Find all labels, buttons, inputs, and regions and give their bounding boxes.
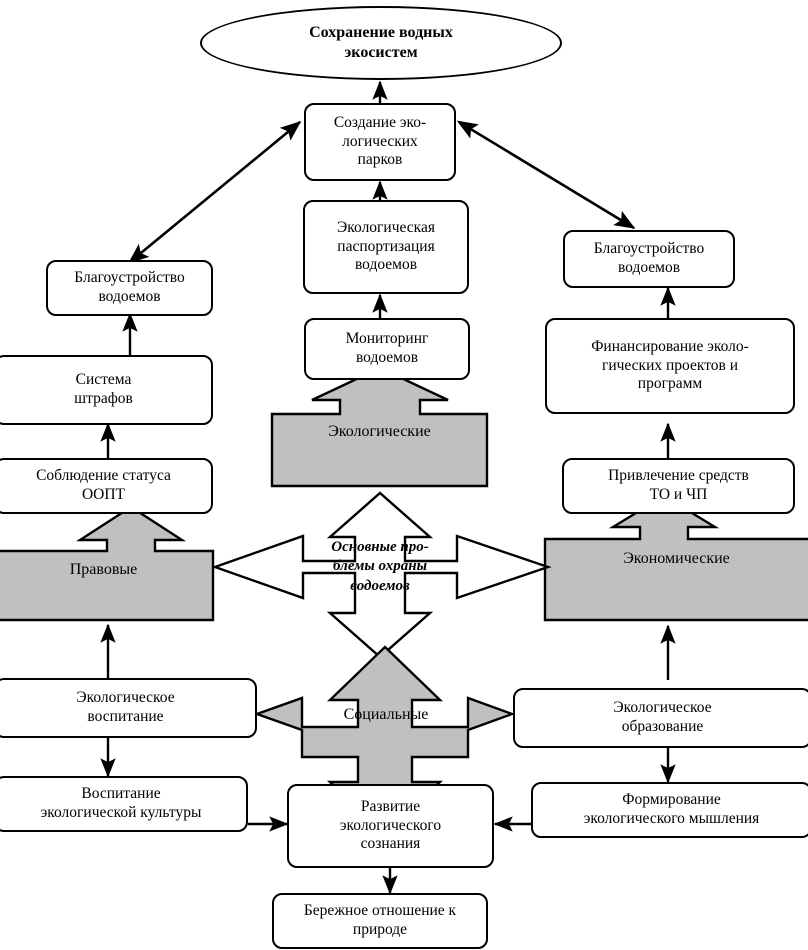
node-monitoring-label: Мониторинг водоемов [345,330,429,366]
node-eco-obrazovanie[interactable]: Экологическое образование [513,688,808,748]
node-fines[interactable]: Система штрафов [0,355,213,425]
category-pravovye-label: Правовые [69,561,138,578]
goal-ellipse: Сохранение водных экосистем [200,6,562,80]
node-blagoustroistvo-right[interactable]: Благоустройство водоемов [563,230,735,288]
node-attraction-label: Привлечение средств ТО и ЧП [608,467,749,503]
node-monitoring[interactable]: Мониторинг водоемов [304,318,470,380]
node-eco-vospitanie[interactable]: Экологическое воспитание [0,678,257,738]
node-eco-vospitanie-label: Экологическое воспитание [76,689,175,725]
node-oopt-label: Соблюдение статуса ООПТ [36,467,171,503]
center-problem-label: Основные про- блемы охраны водоемов [331,538,429,594]
node-eco-soznanie[interactable]: Развитие экологического сознания [287,784,494,868]
category-ekologicheskie-label: Экологические [328,423,431,440]
node-blagoustroistvo-right-label: Благоустройство водоемов [593,240,705,276]
node-berezhnoe[interactable]: Бережное отношение к природе [272,893,488,949]
node-eco-obrazovanie-label: Экологическое образование [613,699,712,735]
node-parks-label: Создание эко- логических парков [333,113,427,169]
node-passport-label: Экологическая паспортизация водоемов [337,218,435,274]
node-eco-myshlenie-label: Формирование экологического мышления [583,791,760,827]
node-eco-myshlenie[interactable]: Формирование экологического мышления [531,782,808,838]
node-berezhnoe-label: Бережное отношение к природе [303,902,457,938]
node-fines-label: Система штрафов [74,371,133,407]
node-passport[interactable]: Экологическая паспортизация водоемов [303,200,469,294]
node-eco-kultura[interactable]: Воспитание экологической культуры [0,776,248,832]
node-parks[interactable]: Создание эко- логических парков [304,103,456,181]
node-oopt[interactable]: Соблюдение статуса ООПТ [0,458,213,514]
node-financing[interactable]: Финансирование эколо- гических проектов … [545,318,795,414]
category-socialnye-label: Социальные [343,706,429,723]
node-blagoustroistvo-left[interactable]: Благоустройство водоемов [46,260,213,316]
node-blagoustroistvo-left-label: Благоустройство водоемов [74,269,185,305]
goal-label: Сохранение водных экосистем [309,24,453,61]
node-eco-kultura-label: Воспитание экологической культуры [40,785,202,821]
node-financing-label: Финансирование эколо- гических проектов … [591,337,749,393]
node-eco-soznanie-label: Развитие экологического сознания [339,797,442,853]
node-attraction[interactable]: Привлечение средств ТО и ЧП [562,458,795,514]
category-ekonomicheskie-label: Экономические [623,550,730,567]
